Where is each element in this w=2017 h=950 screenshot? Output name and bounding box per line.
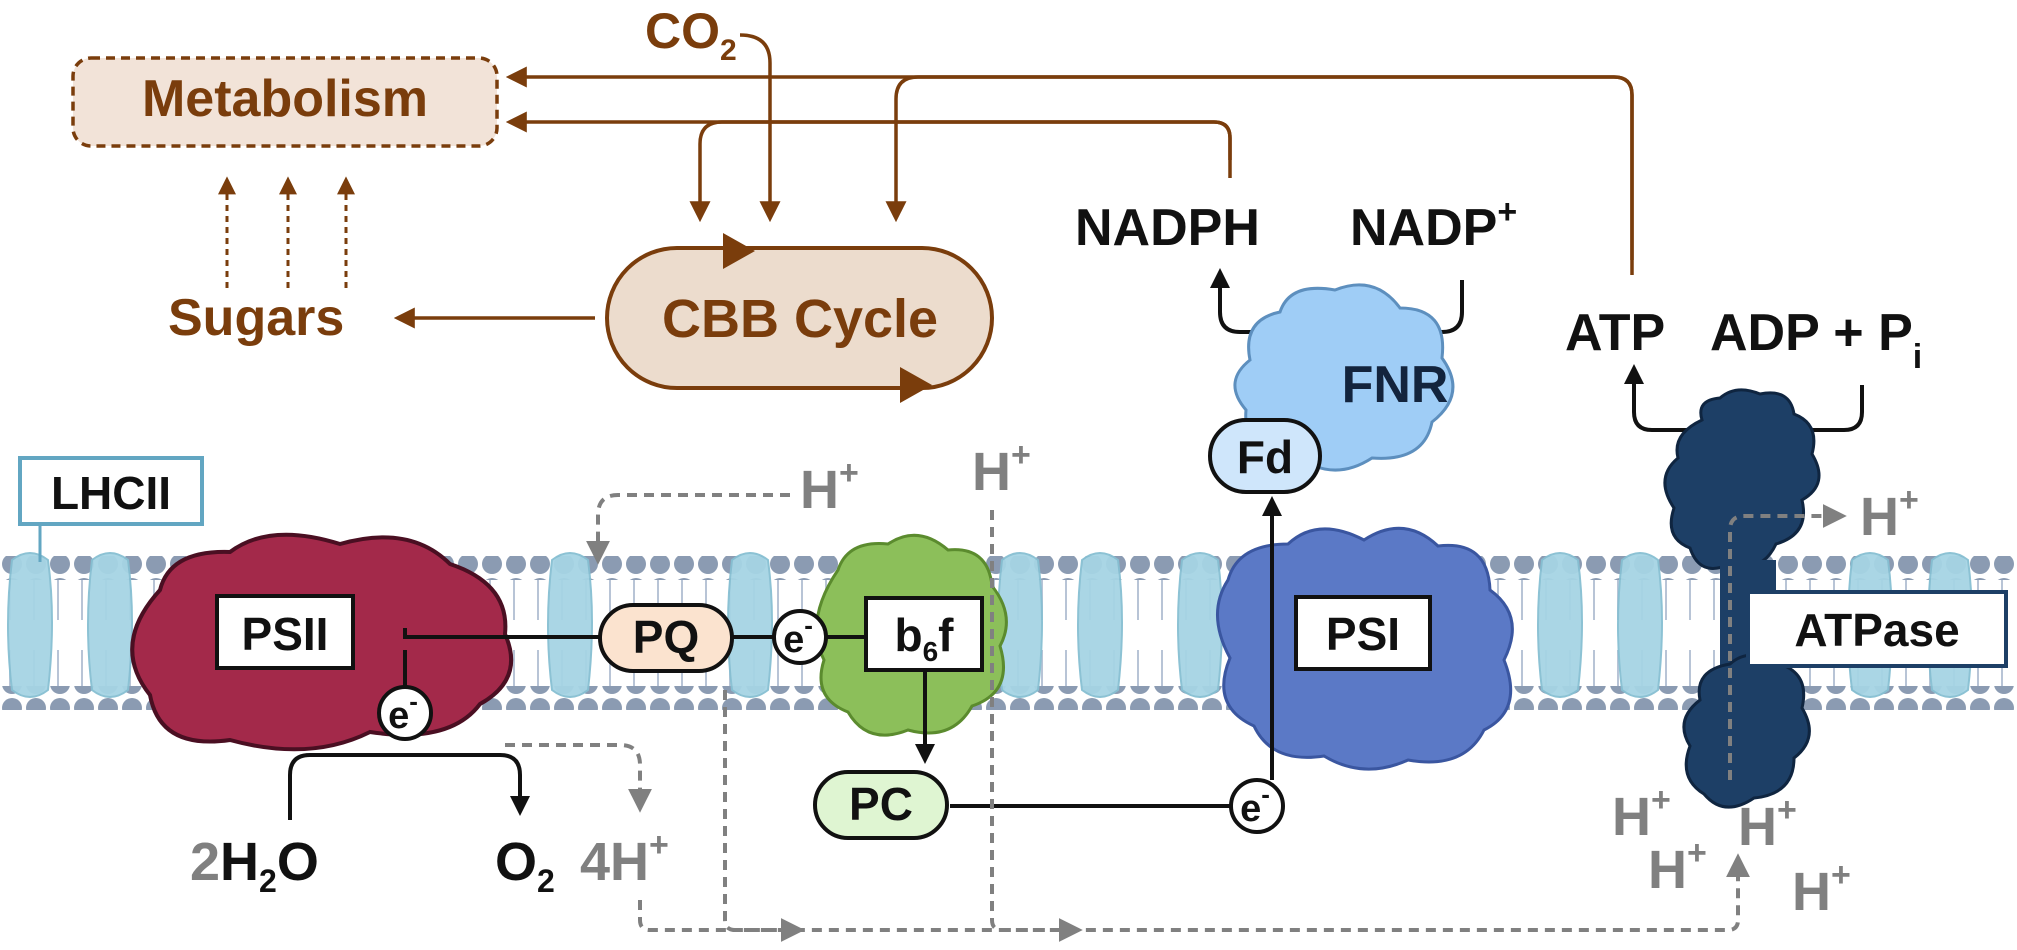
cbb-cycle: CBB Cycle [605, 233, 994, 403]
sugars-to-metabolism-arrows [218, 176, 355, 288]
proton-flow-arrows [505, 493, 1847, 942]
proton-stroma-3: H+ [1860, 481, 1919, 547]
lumen-proton-arrow-2 [723, 690, 1083, 942]
electron-transport-lines [288, 496, 1282, 820]
proton-stroma-1: H+ [800, 454, 859, 520]
fd-label: Fd [1237, 431, 1293, 483]
b6f-complex: b6f [815, 533, 1008, 737]
metabolism-label: Metabolism [142, 70, 428, 128]
pq-carrier: PQ [598, 603, 734, 673]
psi-label: PSI [1326, 608, 1400, 660]
water-label: 2H2O [190, 832, 319, 899]
co2-label: CO2 [645, 3, 737, 67]
proton-lumen-2: H+ [1738, 791, 1797, 857]
metabolism-box: Metabolism [71, 56, 499, 148]
cbb-arrowhead-bottom [900, 367, 932, 403]
cbb-arrowhead-top [723, 233, 755, 269]
psii-complex: PSII [130, 532, 514, 752]
fnr-label: FNR [1342, 356, 1449, 414]
nadp-label: NADP+ [1350, 193, 1517, 257]
water-to-o2-arrow [288, 753, 530, 820]
lhcii-tag: LHCII [18, 456, 204, 562]
sugars-label: Sugars [168, 289, 344, 347]
proton-stroma-2: H+ [972, 436, 1031, 502]
svg-text:e-: e- [783, 610, 813, 661]
psii-label: PSII [242, 608, 329, 660]
pc-carrier: PC [813, 770, 949, 840]
svg-text:e-: e- [388, 686, 418, 737]
pq-label: PQ [633, 611, 699, 663]
lhcii-label: LHCII [51, 467, 171, 519]
cbb-cycle-label: CBB Cycle [662, 289, 938, 349]
electron-psii: e- [377, 685, 433, 741]
adp-label: ADP + Pi [1710, 304, 1922, 376]
electron-pq-b6f: e- [772, 609, 828, 665]
four-protons-label: 4H+ [580, 826, 669, 892]
nadph-label: NADPH [1075, 199, 1260, 257]
pc-label: PC [849, 778, 913, 830]
nadph-to-metabolism-arrow [505, 111, 1232, 178]
lumen-proton-arrow-1 [638, 900, 805, 942]
atpase-label: ATPase [1794, 604, 1959, 656]
o2-label: O2 [495, 832, 555, 899]
lumen-proton-arrow-3 [990, 510, 1750, 932]
atp-label: ATP [1565, 304, 1665, 362]
b6f-label: b6f [894, 609, 954, 667]
stroma-proton-to-pq-arrow [586, 493, 790, 565]
atp-to-cbb-arrow [885, 75, 1634, 260]
carbon-flow-arrows [393, 33, 1634, 329]
atpase-complex: ATPase [1663, 388, 2008, 809]
co2-to-cbb-arrow [739, 33, 781, 223]
nadph-to-cbb-arrow [689, 120, 1232, 223]
psii-to-pq-line [403, 628, 600, 639]
svg-text:e-: e- [1240, 779, 1270, 830]
psi-complex: PSI [1216, 526, 1514, 771]
atpase-proton-export-arrow [1728, 504, 1847, 780]
electron-psi: e- [1229, 778, 1285, 834]
proton-lumen-3: H+ [1648, 834, 1707, 900]
proton-lumen-1: H+ [1612, 781, 1671, 847]
psii-proton-release-arrow [505, 743, 652, 813]
ferredoxin: Fd [1208, 418, 1322, 494]
proton-lumen-4: H+ [1792, 856, 1851, 922]
proton-labels: H+ H+ H+ H+ H+ H+ H+ [800, 436, 1919, 922]
